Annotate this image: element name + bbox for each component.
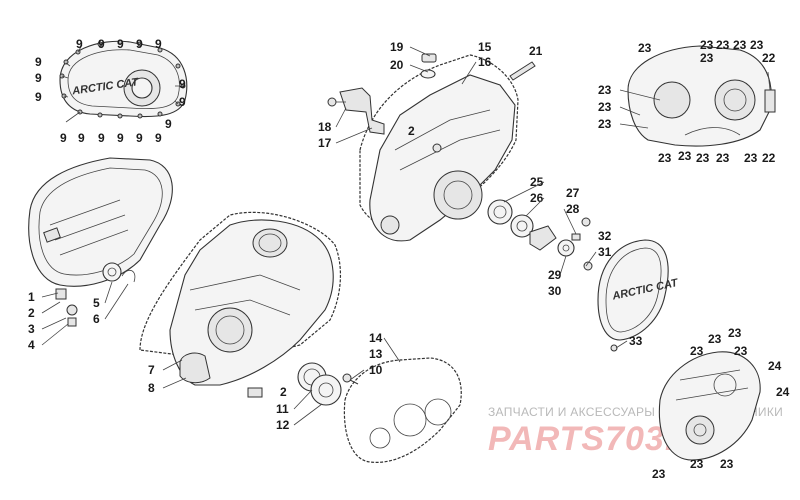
callouts: 9 9 9 9 9 9 9 9 9 9 9 9 9 9 9 9 9 1 2 3 … [28, 37, 790, 481]
callout-9: 9 [98, 131, 105, 145]
callout-9: 9 [35, 71, 42, 85]
callout-22: 22 [762, 151, 776, 165]
callout-23: 23 [678, 149, 692, 163]
callout-23: 23 [658, 151, 672, 165]
callout-15: 15 [478, 40, 492, 54]
outer-clutch-cover: ARCTIC CAT [59, 39, 188, 119]
shaft-bearings [487, 199, 593, 271]
callout-28: 28 [566, 202, 580, 216]
callout-27: 27 [566, 186, 580, 200]
callout-9: 9 [136, 37, 143, 51]
callout-23: 23 [690, 344, 704, 358]
callout-22: 22 [762, 51, 776, 65]
callout-23: 23 [716, 151, 730, 165]
callout-5: 5 [93, 296, 100, 310]
callout-31: 31 [598, 245, 612, 259]
bearing-stack [247, 362, 359, 406]
callout-32: 32 [598, 229, 612, 243]
inner-clutch-cover [28, 157, 173, 327]
callout-2: 2 [408, 124, 415, 138]
callout-1: 1 [28, 290, 35, 304]
callout-12: 12 [276, 418, 290, 432]
callout-26: 26 [530, 191, 544, 205]
callout-23: 23 [728, 326, 742, 340]
callout-29: 29 [548, 268, 562, 282]
callout-9: 9 [35, 90, 42, 104]
callout-16: 16 [478, 55, 492, 69]
callout-20: 20 [390, 58, 404, 72]
callout-23: 23 [598, 83, 612, 97]
callout-18: 18 [318, 120, 332, 134]
callout-9: 9 [98, 37, 105, 51]
callout-9: 9 [165, 117, 172, 131]
leader-lines [41, 46, 771, 426]
callout-2: 2 [280, 385, 287, 399]
callout-23: 23 [733, 38, 747, 52]
callout-23: 23 [700, 51, 714, 65]
callout-6: 6 [93, 312, 100, 326]
callout-23: 23 [598, 117, 612, 131]
callout-24: 24 [776, 385, 790, 399]
callout-9: 9 [155, 37, 162, 51]
callout-10: 10 [369, 363, 383, 377]
callout-23: 23 [716, 38, 730, 52]
bottom-right-cover [658, 351, 761, 461]
callout-23: 23 [638, 41, 652, 55]
callout-23: 23 [652, 467, 666, 481]
callout-9: 9 [78, 131, 85, 145]
callout-23: 23 [744, 151, 758, 165]
callout-9: 9 [117, 37, 124, 51]
callout-9: 9 [155, 131, 162, 145]
side-cover-gasket [343, 357, 462, 463]
callout-9: 9 [136, 131, 143, 145]
callout-23: 23 [734, 344, 748, 358]
callout-23: 23 [700, 38, 714, 52]
callout-33: 33 [629, 334, 643, 348]
callout-17: 17 [318, 136, 332, 150]
callout-13: 13 [369, 347, 383, 361]
callout-4: 4 [28, 338, 35, 352]
callout-23: 23 [690, 457, 704, 471]
callout-3: 3 [28, 322, 35, 336]
callout-9: 9 [35, 55, 42, 69]
crankcase-half [139, 211, 341, 386]
bracket-assembly [327, 87, 385, 135]
callout-30: 30 [548, 284, 562, 298]
callout-14: 14 [369, 331, 383, 345]
callout-19: 19 [390, 40, 404, 54]
callout-21: 21 [529, 44, 543, 58]
callout-25: 25 [530, 175, 544, 189]
callout-9: 9 [60, 131, 67, 145]
callout-23: 23 [720, 457, 734, 471]
callout-23: 23 [598, 100, 612, 114]
callout-11: 11 [276, 402, 289, 416]
callout-23: 23 [708, 332, 722, 346]
right-crankcase [359, 54, 519, 242]
callout-leaders-cover [61, 43, 183, 123]
callout-9: 9 [179, 77, 186, 91]
small-parts-top [420, 53, 536, 81]
callout-7: 7 [148, 363, 155, 377]
callout-2: 2 [28, 306, 35, 320]
callout-9: 9 [76, 37, 83, 51]
callout-9: 9 [117, 131, 124, 145]
callout-8: 8 [148, 381, 155, 395]
callout-24: 24 [768, 359, 782, 373]
callout-9: 9 [179, 95, 186, 109]
callout-23: 23 [750, 38, 764, 52]
top-right-housing [627, 45, 776, 147]
callout-23: 23 [696, 151, 710, 165]
